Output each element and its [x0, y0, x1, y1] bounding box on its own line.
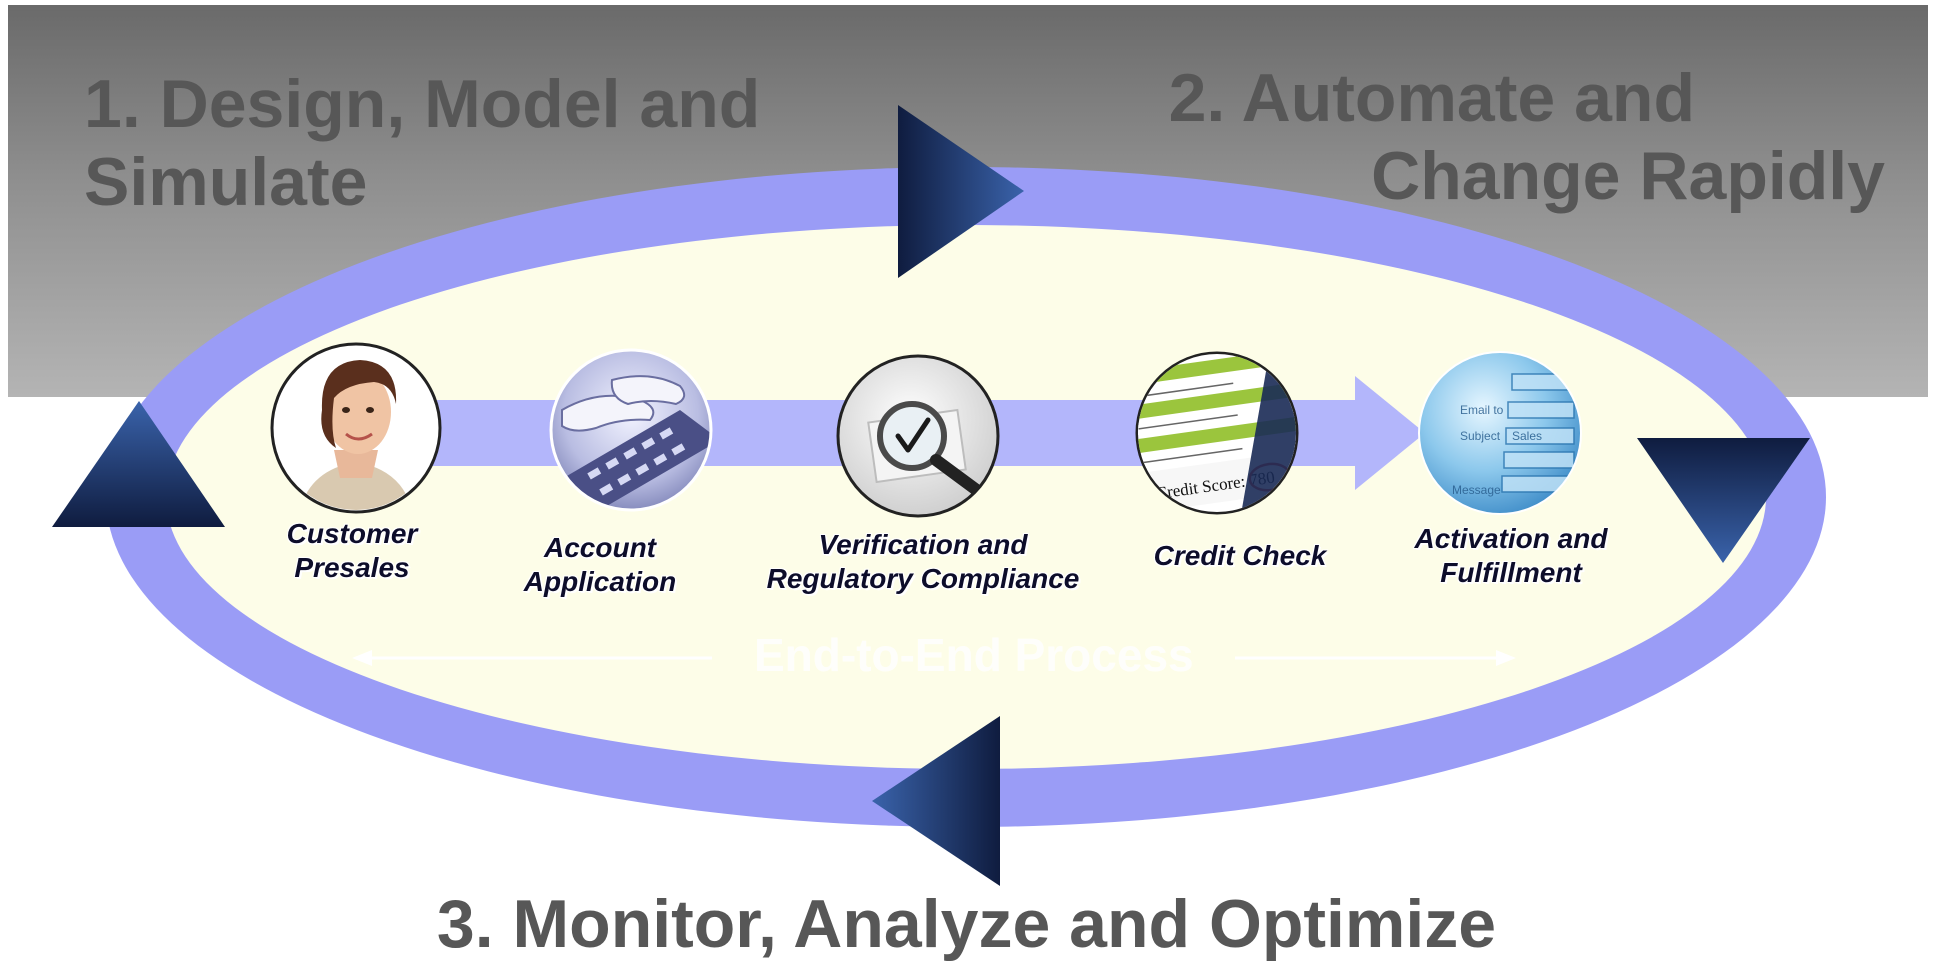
step-5-line-1: Activation and: [1414, 523, 1608, 554]
phase-1-line-2: Simulate: [84, 144, 368, 220]
cycle-arrow-down-icon: [1637, 438, 1810, 563]
step-1-line-1: Customer: [286, 518, 418, 549]
phase-3-title: 3. Monitor, Analyze and Optimize: [0, 885, 1933, 963]
email-label-to: Email to: [1460, 403, 1504, 417]
step-label-credit-check: Credit Check: [1154, 539, 1327, 573]
email-label-subject: Subject: [1460, 429, 1501, 443]
keyboard-typing-icon: [549, 348, 713, 512]
process-band-arrowhead: [1355, 376, 1425, 490]
cycle-arrow-left-icon: [872, 716, 1000, 886]
cycle-arrow-up-icon: [52, 401, 225, 527]
step-3-line-2: Regulatory Compliance: [766, 563, 1080, 594]
step-label-account-application: Account Application: [524, 531, 676, 599]
end-to-end-process-caption: End-to-End Process: [754, 629, 1194, 681]
woman-portrait-icon: [270, 342, 442, 514]
email-form-icon: Email to Subject Sales Message: [1418, 351, 1582, 515]
step-3-line-1: Verification and: [818, 529, 1028, 560]
step-label-verification: Verification and Regulatory Compliance: [767, 528, 1080, 596]
credit-score-form-icon: Credit Score: 780: [1135, 351, 1299, 515]
phase-1-title: 1. Design, Model and Simulate: [84, 65, 760, 221]
phase-2-line-2: Change Rapidly: [1371, 138, 1885, 214]
step-1-line-2: Presales: [294, 552, 410, 583]
phase-3-line-1: 3. Monitor, Analyze and Optimize: [436, 886, 1497, 962]
step-4-line-1: Credit Check: [1153, 540, 1327, 571]
end-to-end-right-arrowhead: [1496, 650, 1516, 666]
step-5-line-2: Fulfillment: [1440, 557, 1582, 588]
step-2-line-1: Account: [543, 532, 656, 563]
phase-2-title: 2. Automate and Change Rapidly: [1169, 59, 1885, 215]
email-label-message: Message: [1452, 483, 1501, 497]
step-2-line-2: Application: [523, 566, 677, 597]
phase-2-line-1: 2. Automate and: [1168, 60, 1695, 136]
magnifier-check-icon: [836, 354, 1000, 518]
step-label-customer-presales: Customer Presales: [287, 517, 418, 585]
email-label-sales: Sales: [1512, 429, 1542, 443]
step-label-activation: Activation and Fulfillment: [1415, 522, 1608, 590]
end-to-end-left-arrowhead: [352, 650, 372, 666]
cycle-arrow-right-icon: [898, 105, 1024, 278]
phase-1-line-1: 1. Design, Model and: [84, 66, 761, 142]
